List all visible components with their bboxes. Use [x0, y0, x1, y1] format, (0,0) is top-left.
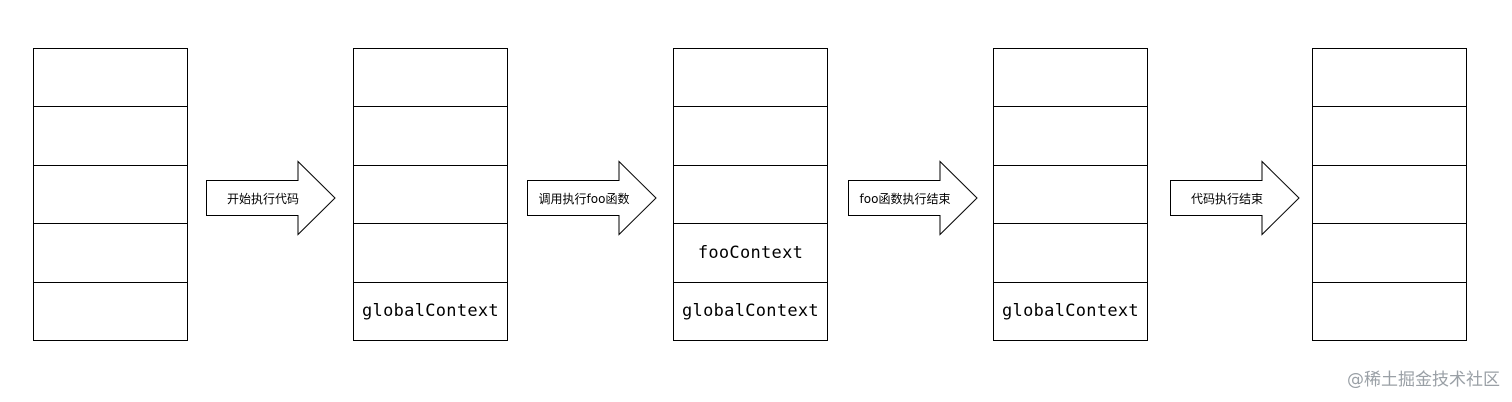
stack-slot — [354, 166, 507, 225]
stack-slot — [34, 49, 187, 108]
stack-slot — [674, 166, 827, 225]
foo-context-frame: fooContext — [674, 224, 827, 283]
stack-slot — [1313, 49, 1466, 108]
transition-arrow-2: 调用执行foo函数 — [527, 160, 657, 236]
stack-slot — [994, 224, 1147, 283]
watermark: @稀土掘金技术社区 — [1347, 370, 1500, 390]
stack-slot — [1313, 107, 1466, 166]
stack-slot — [34, 224, 187, 283]
stack-slot — [34, 166, 187, 225]
stack-slot — [354, 224, 507, 283]
stack-slot — [674, 49, 827, 108]
right-arrow-icon — [848, 160, 978, 236]
stack-slot — [674, 107, 827, 166]
arrow-label: 代码执行结束 — [1190, 191, 1263, 206]
stack-slot — [994, 107, 1147, 166]
global-context-frame: globalContext — [1002, 301, 1139, 322]
global-context-frame: globalContext — [682, 301, 819, 322]
transition-arrow-3: foo函数执行结束 — [848, 160, 978, 236]
call-stack-5 — [1312, 48, 1467, 341]
call-stack-1 — [33, 48, 188, 341]
right-arrow-icon — [527, 160, 657, 236]
stack-slot — [354, 107, 507, 166]
arrow-label: 开始执行代码 — [226, 191, 299, 206]
right-arrow-icon — [1170, 160, 1300, 236]
stack-slot — [994, 49, 1147, 108]
transition-arrow-4: 代码执行结束 — [1170, 160, 1300, 236]
stack-slot — [354, 49, 507, 108]
stack-slot — [34, 283, 187, 340]
right-arrow-icon — [206, 160, 336, 236]
global-context-frame: globalContext — [362, 301, 499, 322]
call-stack-4: globalContext — [993, 48, 1148, 341]
call-stack-3: fooContext globalContext — [673, 48, 828, 341]
stack-slot — [34, 107, 187, 166]
transition-arrow-1: 开始执行代码 — [206, 160, 336, 236]
call-stack-2: globalContext — [353, 48, 508, 341]
stack-slot — [994, 166, 1147, 225]
stack-slot — [1313, 224, 1466, 283]
stack-slot — [1313, 166, 1466, 225]
arrow-label: foo函数执行结束 — [859, 191, 951, 206]
arrow-label: 调用执行foo函数 — [538, 191, 630, 206]
stack-slot — [1313, 283, 1466, 340]
